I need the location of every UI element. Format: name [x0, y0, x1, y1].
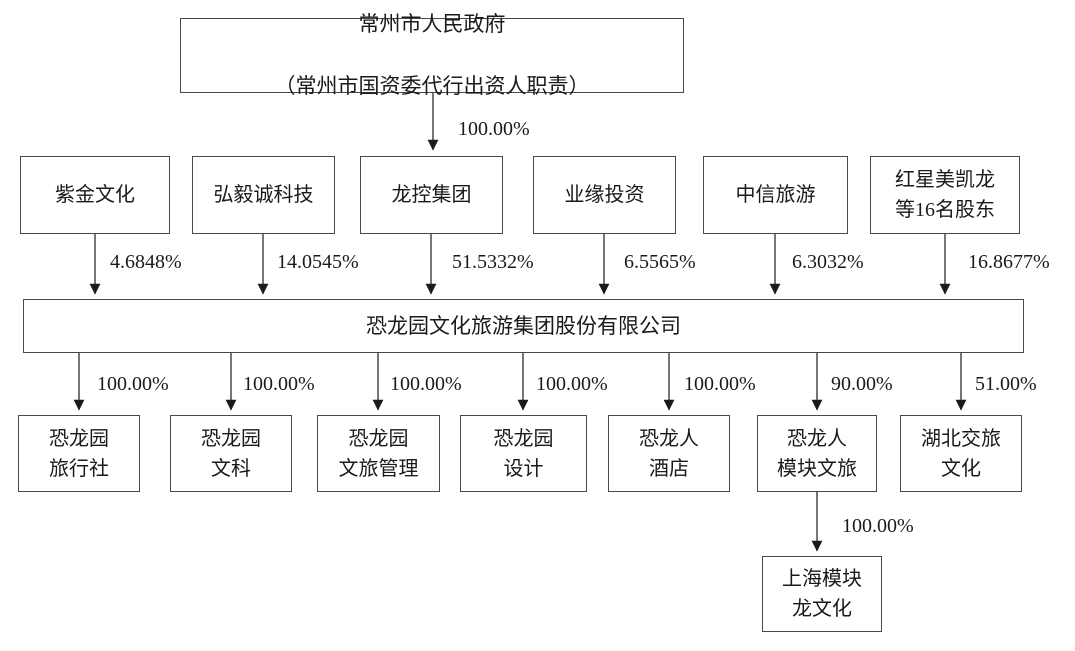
government-name: 常州市人民政府: [358, 12, 506, 36]
shareholder-name: 龙控集团: [391, 184, 472, 206]
node-shareholder-zijin-culture: 紫金文化: [20, 156, 170, 234]
edge-label-sub-design-percent: 100.00%: [536, 373, 608, 395]
node-sub-module-wenlv: 恐龙人 模块文旅: [757, 415, 877, 492]
edge-label-sub-hotel-percent: 100.00%: [684, 373, 756, 395]
shareholder-name: 弘毅诚科技: [213, 184, 314, 206]
government-note: （常州市国资委代行出资人职责）: [274, 74, 590, 98]
shareholder-name: 紫金文化: [55, 184, 135, 206]
node-shareholder-yeyuan-investment: 业缘投资: [533, 156, 676, 234]
subsidiary-name: 恐龙园 设计: [493, 427, 554, 480]
node-government: 常州市人民政府 （常州市国资委代行出资人职责）: [180, 12, 684, 98]
node-sub-design: 恐龙园 设计: [460, 415, 587, 492]
node-shareholder-longkong-group: 龙控集团: [360, 156, 503, 234]
node-company: 恐龙园文化旅游集团股份有限公司: [23, 299, 1024, 353]
edge-label-sub-wenlv-mgmt-percent: 100.00%: [390, 373, 462, 395]
subsidiary-name: 恐龙园 旅行社: [49, 427, 109, 480]
edge-label-sub-hubei-jiaolv-percent: 51.00%: [975, 373, 1037, 395]
subsidiary-name: 恐龙园 文科: [201, 427, 261, 480]
company-name: 恐龙园文化旅游集团股份有限公司: [366, 314, 681, 338]
edge-label-sub-travel-agency-percent: 100.00%: [97, 373, 169, 395]
edge-label-shanghai-module-percent: 100.00%: [842, 515, 914, 537]
edge-label-zijin-percent: 4.6848%: [110, 251, 182, 273]
node-shareholder-hongyicheng-tech: 弘毅诚科技: [192, 156, 335, 234]
edge-label-sub-wenke-percent: 100.00%: [243, 373, 315, 395]
edge-label-hongyicheng-percent: 14.0545%: [277, 251, 359, 273]
subsidiary-name: 恐龙人 模块文旅: [777, 427, 857, 480]
subsidiary-name: 湖北交旅 文化: [921, 427, 1001, 480]
node-sub-wenlv-mgmt: 恐龙园 文旅管理: [317, 415, 440, 492]
edge-label-yeyuan-percent: 6.5565%: [624, 251, 696, 273]
shareholder-name: 红星美凯龙 等16名股东: [895, 169, 995, 221]
edge-label-longkong-percent: 51.5332%: [452, 251, 534, 273]
edge-label-zhongxin-percent: 6.3032%: [792, 251, 864, 273]
edge-label-hongxing-percent: 16.8677%: [968, 251, 1050, 273]
edge-label-government-longkong: 100.00%: [458, 118, 530, 140]
node-shanghai-module: 上海模块 龙文化: [762, 556, 882, 632]
node-sub-wenke: 恐龙园 文科: [170, 415, 292, 492]
node-sub-travel-agency: 恐龙园 旅行社: [18, 415, 140, 492]
node-sub-hotel: 恐龙人 酒店: [608, 415, 730, 492]
grandchild-name: 上海模块 龙文化: [782, 568, 862, 620]
shareholder-name: 业缘投资: [564, 184, 645, 206]
subsidiary-name: 恐龙园 文旅管理: [338, 427, 419, 480]
shareholder-name: 中信旅游: [735, 184, 816, 206]
node-shareholder-hongxing-16-others: 红星美凯龙 等16名股东: [870, 156, 1020, 234]
edge-label-sub-module-wenlv-percent: 90.00%: [831, 373, 893, 395]
node-shareholder-zhongxin-tourism: 中信旅游: [703, 156, 848, 234]
subsidiary-name: 恐龙人 酒店: [639, 427, 699, 480]
node-sub-hubei-jiaolv: 湖北交旅 文化: [900, 415, 1022, 492]
